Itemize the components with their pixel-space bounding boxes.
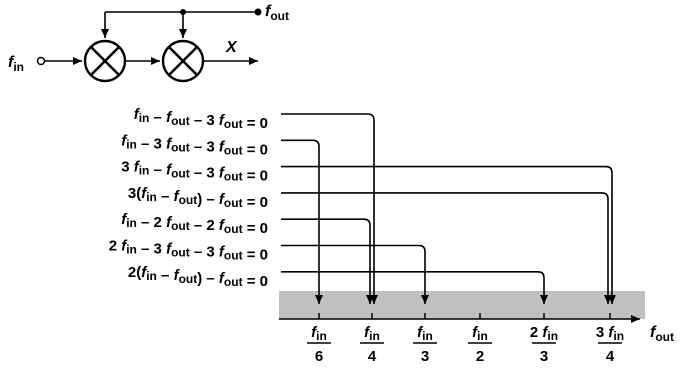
svg-text:fin: fin [417, 324, 433, 343]
svg-text:fin: fin [311, 324, 327, 343]
output-label: fout [265, 3, 289, 23]
connector-2 [281, 139, 323, 304]
svg-text:2 fin: 2 fin [530, 324, 558, 343]
svg-text:3: 3 [421, 348, 429, 365]
connector-lines [281, 113, 616, 304]
tick-label-1: fin 6 [307, 324, 331, 365]
x-label: X [225, 39, 238, 56]
svg-text:4: 4 [606, 348, 615, 365]
equation-5: fin – 2 fout – 2 fout = 0 [121, 211, 268, 237]
svg-text:2: 2 [476, 348, 484, 365]
axis-label: fout [650, 324, 674, 344]
svg-text:3: 3 [540, 348, 548, 365]
tick-label-2: fin 4 [360, 324, 384, 365]
svg-text:6: 6 [315, 348, 323, 365]
equation-3: 3 fin – fout – 3 fout = 0 [121, 159, 268, 185]
connector-6 [281, 244, 429, 304]
mixer-1 [83, 39, 127, 83]
mixer-2 [161, 39, 205, 83]
tick-label-6: 3 fin 4 [596, 324, 624, 365]
equation-4: 3(fin – fout) – fout = 0 [128, 185, 268, 211]
tick-label-4: fin 2 [468, 324, 492, 365]
tick-label-5: 2 fin 3 [530, 324, 558, 365]
connector-1 [281, 113, 378, 304]
svg-text:4: 4 [368, 348, 377, 365]
input-label: fin [8, 54, 24, 74]
connector-3 [281, 165, 616, 304]
connector-4 [281, 192, 612, 304]
equation-7: 2(fin – fout) – fout = 0 [128, 264, 268, 290]
tick-label-3: fin 3 [413, 324, 437, 365]
equation-2: fin – 3 fout – 3 fout = 0 [121, 132, 268, 158]
mixer-block-diagram: fin X fout [8, 3, 289, 83]
output-terminal [254, 8, 262, 16]
shaded-band [279, 291, 645, 319]
svg-text:fin: fin [472, 324, 488, 343]
equation-1: fin – fout – 3 fout = 0 [134, 106, 268, 132]
connector-7 [281, 271, 548, 304]
junction-dot [180, 9, 186, 15]
input-terminal [36, 56, 46, 66]
axis-ticks: fin 6 fin 4 fin 3 fin 2 2 fin 3 3 fin 4 [307, 313, 624, 365]
connector-5 [281, 218, 374, 304]
svg-text:3 fin: 3 fin [596, 324, 624, 343]
equation-6: 2 fin – 3 fout – 3 fout = 0 [109, 238, 268, 264]
svg-text:fin: fin [364, 324, 380, 343]
